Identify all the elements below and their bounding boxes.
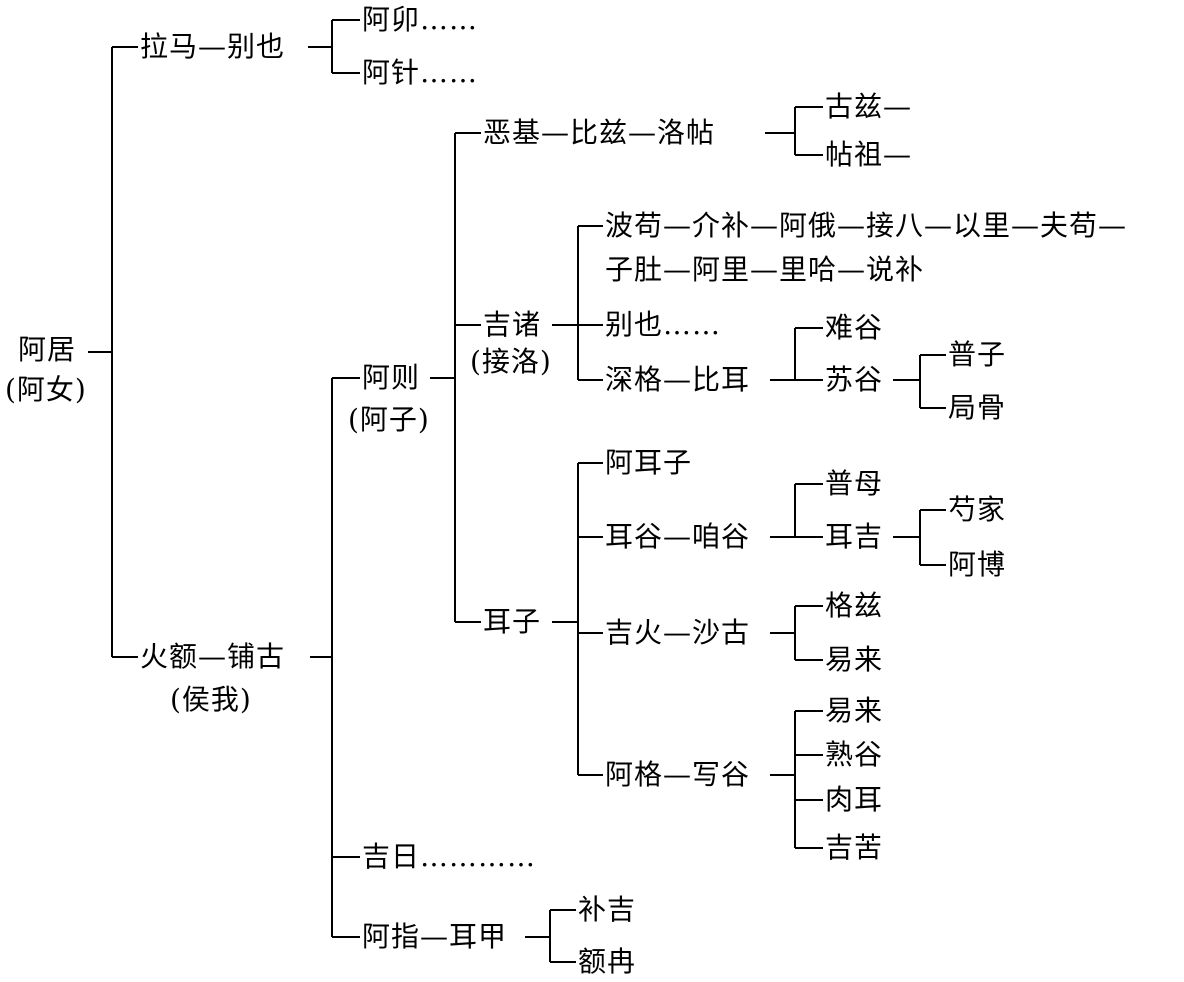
node-azhen: 阿针…… (362, 56, 479, 89)
node-lama: 拉马—别也 (140, 30, 286, 63)
node-erzi: 耳子 (483, 605, 542, 638)
node-shugu: 熟谷 (825, 738, 884, 771)
node-amao: 阿卯…… (362, 3, 479, 36)
node-jugu: 局骨 (948, 391, 1007, 424)
node-ergu: 耳谷—咱谷 (605, 520, 751, 553)
node-bieye: 别也…… (605, 308, 722, 341)
node-eran: 额冉 (578, 945, 637, 978)
node-tiezu: 帖祖— (825, 138, 913, 171)
node-jihuo: 吉火—沙古 (605, 616, 751, 649)
node-yilai-2: 易来 (825, 694, 884, 727)
node-zidu: 子肚—阿里—里哈—说补 (605, 253, 925, 286)
node-buji: 补吉 (578, 893, 637, 926)
node-aze: 阿则 (362, 361, 421, 394)
node-bogou: 波苟—介补—阿俄—接八—以里—夫苟— (605, 209, 1128, 242)
node-abo: 阿博 (948, 548, 1007, 581)
node-jizhu: 吉诸 (483, 308, 542, 341)
node-age: 阿格—写谷 (605, 758, 751, 791)
node-shenge: 深格—比耳 (605, 363, 751, 396)
node-hue-alias: (侯我) (170, 683, 252, 716)
node-root-alias: (阿女) (5, 373, 87, 406)
node-nangu: 难谷 (825, 311, 884, 344)
node-gezi: 格兹 (825, 589, 884, 622)
node-guzi: 古兹— (825, 90, 913, 123)
node-jizhu-alias: (接洛) (470, 345, 552, 378)
node-sugu: 苏谷 (825, 363, 884, 396)
node-yilai-1: 易来 (825, 643, 884, 676)
node-hue: 火额—铺古 (140, 640, 286, 673)
node-erji: 耳吉 (825, 520, 884, 553)
node-aze-alias: (阿子) (348, 403, 430, 436)
node-jiku: 吉苦 (825, 831, 884, 864)
node-aerzi: 阿耳子 (605, 446, 693, 479)
node-puzi: 普子 (948, 338, 1007, 371)
node-eji: 恶基—比兹—洛帖 (483, 116, 716, 149)
node-jiri: 吉日………… (362, 840, 537, 873)
node-root: 阿居 (18, 333, 77, 366)
node-azhi: 阿指—耳甲 (362, 920, 508, 953)
node-rouer: 肉耳 (825, 783, 884, 816)
node-shaojia: 芍家 (948, 493, 1007, 526)
node-pumu: 普母 (825, 467, 884, 500)
